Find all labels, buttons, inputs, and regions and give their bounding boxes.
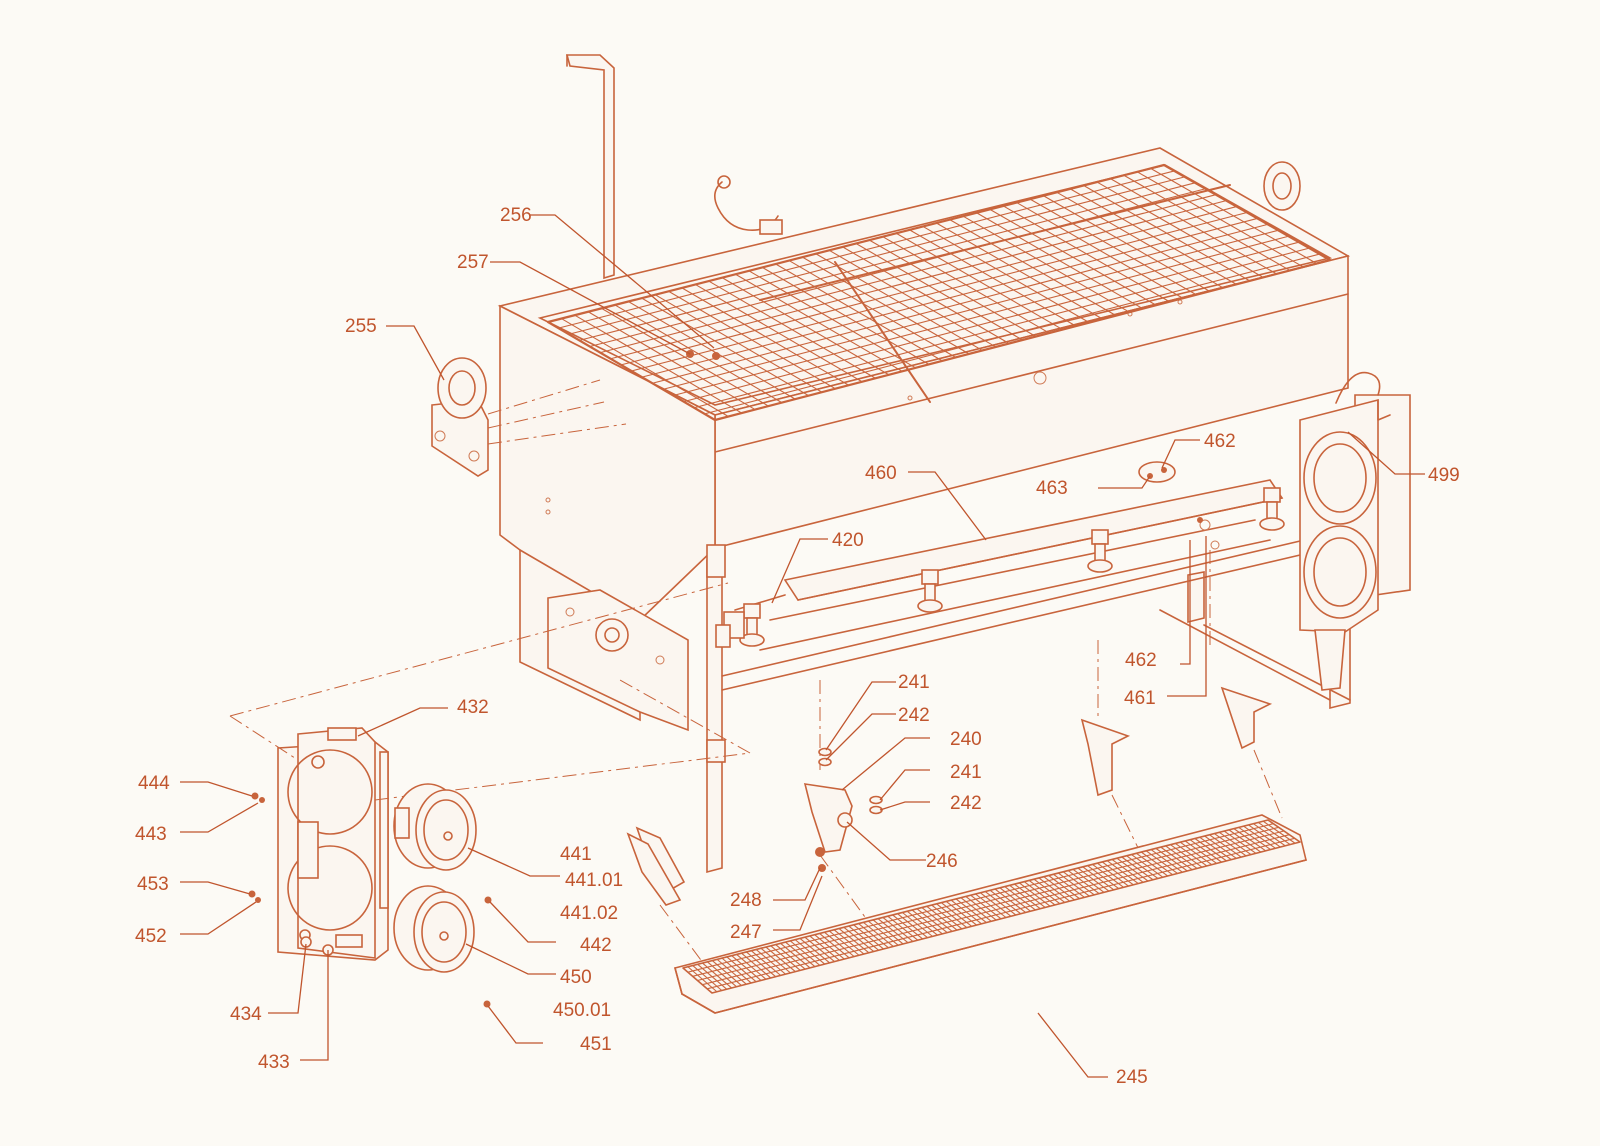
spray-nozzle xyxy=(1087,529,1113,573)
label-453: 453 xyxy=(137,874,169,895)
step-tread xyxy=(674,814,1307,1014)
label-441-01: 441.01 xyxy=(565,870,623,891)
spray-nozzle xyxy=(739,603,765,647)
leader-lines xyxy=(180,214,1425,1078)
label-441: 441 xyxy=(560,844,592,865)
label-460: 460 xyxy=(865,463,897,484)
label-255: 255 xyxy=(345,316,377,337)
lifting-lug xyxy=(431,357,627,477)
grid-line xyxy=(707,837,1295,990)
grid-line xyxy=(687,823,1274,973)
label-247: 247 xyxy=(730,922,762,943)
pin-cable xyxy=(714,175,783,235)
grid-line xyxy=(704,253,1320,415)
label-432: 432 xyxy=(457,697,489,718)
label-248: 248 xyxy=(730,890,762,911)
hopper-body xyxy=(497,54,1351,874)
label-241-a: 241 xyxy=(898,672,930,693)
label-420: 420 xyxy=(832,530,864,551)
grid-line xyxy=(702,834,1290,986)
left-light-bracket xyxy=(229,582,751,961)
grid-line xyxy=(620,206,1237,366)
grid-line xyxy=(631,211,1248,372)
label-442: 442 xyxy=(580,935,612,956)
label-242-a: 242 xyxy=(898,705,930,726)
grid-line xyxy=(662,229,1279,390)
right-light-assembly xyxy=(1299,371,1411,691)
grid-line xyxy=(558,170,1175,329)
grid-line xyxy=(589,188,1206,348)
label-434: 434 xyxy=(230,1004,262,1025)
label-240: 240 xyxy=(950,729,982,750)
label-461: 461 xyxy=(1124,688,1156,709)
grid-line xyxy=(693,247,1310,409)
label-452: 452 xyxy=(135,926,167,947)
label-257: 257 xyxy=(457,252,489,273)
grid-line xyxy=(579,182,1196,341)
grid-line xyxy=(683,241,1300,403)
label-246: 246 xyxy=(926,851,958,872)
lamp-lower xyxy=(393,885,475,973)
spray-nozzle xyxy=(1259,487,1285,531)
label-450: 450 xyxy=(560,967,592,988)
mesh-screen xyxy=(546,163,1332,422)
lamp-upper xyxy=(393,783,477,871)
label-256: 256 xyxy=(500,205,532,226)
lifting-lug-right xyxy=(1263,161,1301,211)
label-433: 433 xyxy=(258,1052,290,1073)
label-245: 245 xyxy=(1116,1067,1148,1088)
label-241-b: 241 xyxy=(950,762,982,783)
step-brackets xyxy=(626,640,1283,976)
label-462-top: 462 xyxy=(1204,431,1236,452)
part-number-labels: 256 257 255 462 460 463 499 420 462 461 … xyxy=(135,205,1460,1088)
label-441-02: 441.02 xyxy=(560,903,618,924)
label-451: 451 xyxy=(580,1034,612,1055)
grid-line xyxy=(610,200,1227,360)
label-499: 499 xyxy=(1428,465,1460,486)
grid-line xyxy=(600,194,1217,354)
grid-line xyxy=(568,176,1185,335)
grid-line xyxy=(692,826,1279,977)
grid-line xyxy=(673,235,1289,397)
label-242-b: 242 xyxy=(950,793,982,814)
label-463: 463 xyxy=(1036,478,1068,499)
label-450-01: 450.01 xyxy=(553,1000,611,1021)
label-462-bottom: 462 xyxy=(1125,650,1157,671)
label-443: 443 xyxy=(135,824,167,845)
spray-nozzle xyxy=(917,569,943,613)
grid-line xyxy=(652,223,1268,384)
grid-line xyxy=(697,830,1285,982)
spray-manifold xyxy=(715,479,1285,651)
bracket-463 xyxy=(1138,461,1220,650)
label-444: 444 xyxy=(138,773,170,794)
grid-line xyxy=(641,217,1258,378)
